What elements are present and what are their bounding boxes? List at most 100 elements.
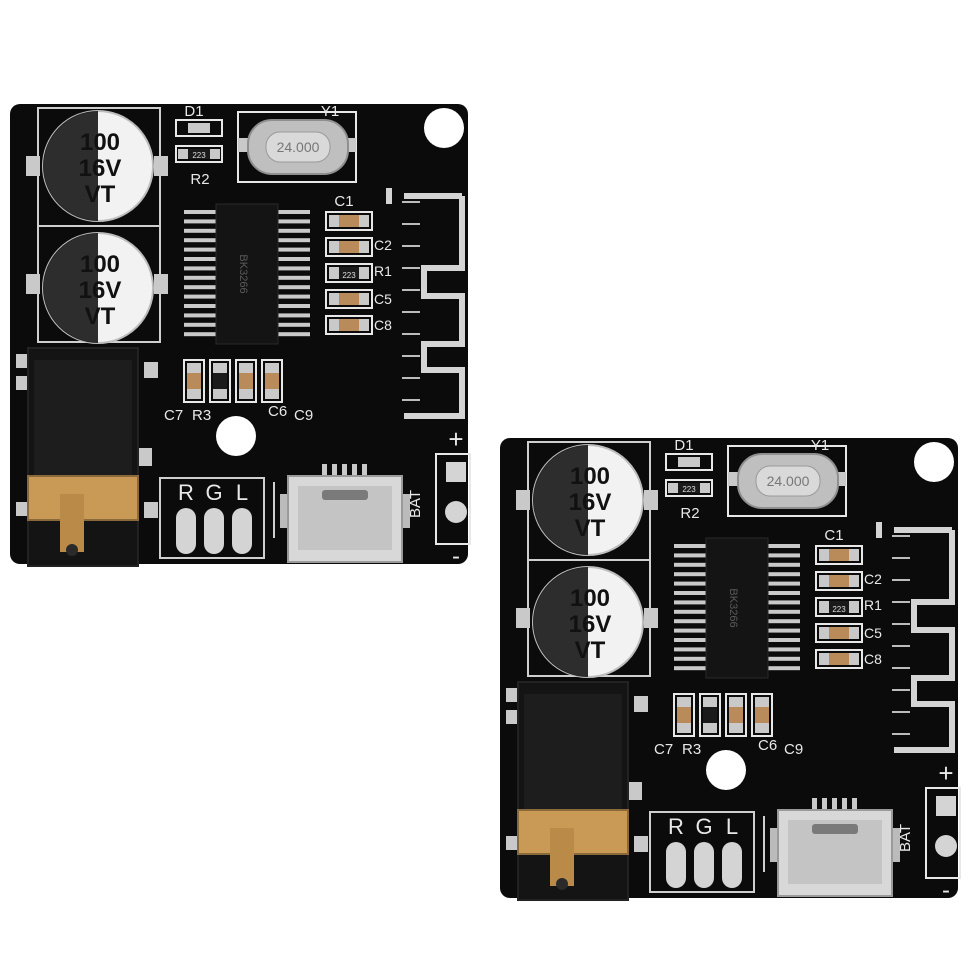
ic-pin [674,619,706,624]
pad [849,627,859,639]
pad-r[interactable] [666,842,686,888]
pad-g[interactable] [204,508,224,554]
pad [703,697,717,707]
micro-usb-port[interactable] [770,798,900,897]
pad [329,241,339,253]
pad [819,575,829,587]
pad-g[interactable] [694,842,714,888]
label-r1: R1 [864,597,882,613]
silk-outline [725,693,747,737]
label-c5: C5 [864,625,882,641]
ic-pin [278,257,310,261]
ic-pin [768,638,800,642]
ic-pin [184,322,216,327]
mounting-hole [706,750,746,790]
silk-outline [815,545,863,565]
pad [329,319,339,331]
resistor-code: 223 [342,271,356,280]
cap-value: 100 [80,251,120,278]
ic-pin [674,628,706,633]
pad [187,389,201,399]
pad [359,267,369,279]
label-l: L [236,480,248,505]
silk-outline [673,693,695,737]
ic-pin [674,656,706,661]
ic-pin [674,600,706,605]
label-r: R [178,480,194,505]
ic-pin [278,313,310,318]
smd-capacitor [339,293,359,305]
ic-pin [184,275,216,280]
pad-l[interactable] [722,842,742,888]
pad [668,483,678,493]
pad [178,149,188,159]
silk-outline [815,597,863,617]
pad [329,215,339,227]
pad [819,627,829,639]
silk-outline [175,145,223,163]
cap-voltage: 16V [79,155,122,182]
label-minus: - [942,877,950,902]
pad-r[interactable] [176,508,196,554]
board-svg: 100 16V VT 100 16V VT D1 223 R2 Y1 [10,103,471,568]
cap-voltage: 16V [79,277,122,304]
pad-l[interactable] [232,508,252,554]
pad [819,601,829,613]
smd-capacitor [829,575,849,587]
pad [210,149,220,159]
cap-brand: VT [85,303,116,330]
ic-pin [278,266,310,271]
pad-bat-minus[interactable] [935,835,957,857]
silk-outline [435,453,471,545]
ic-pin [278,247,310,252]
silk-outline [183,359,205,403]
usb-pin [352,464,357,478]
cap-voltage: 16V [569,611,612,638]
ic-pin [768,572,800,577]
antenna-feed [386,188,392,204]
audio-jack[interactable] [16,347,158,567]
resistor-code: 223 [832,605,846,614]
pad-bat-plus[interactable] [936,796,956,816]
label-plus: + [448,424,463,454]
pad [213,389,227,399]
pad [329,293,339,305]
silk-outline [699,693,721,737]
jack-gold-contact [550,828,574,886]
label-r1: R1 [374,263,392,279]
label-bat: BAT [897,824,914,852]
cap-voltage: 16V [569,489,612,516]
pad [729,697,743,707]
jack-gold-contact [60,494,84,552]
smd-resistor [703,707,717,723]
resistor-r2 [678,483,700,493]
silk-outline [751,693,773,737]
capacitor-bottom: 100 16V VT [26,232,168,344]
ic-pin [278,322,310,327]
ic-pin [768,619,800,624]
label-c1: C1 [824,527,843,544]
pad [849,601,859,613]
ic-pin [278,304,310,308]
smd-capacitor [187,373,201,389]
jack-opening [556,878,568,890]
silk-outline [649,811,755,893]
silk-outline [209,359,231,403]
micro-usb-port[interactable] [280,464,410,563]
pad-bat-plus[interactable] [446,462,466,482]
usb-pin [822,798,827,812]
ic-pin [768,600,800,605]
usb-pin [342,464,347,478]
ic-pin [184,266,216,271]
antenna-trace [894,527,955,753]
ic-pin [184,228,216,233]
pcb-board: 100 16V VT 100 16V VT D1 223 R2 Y1 [494,432,964,902]
label-c6: C6 [268,403,287,420]
pad [849,575,859,587]
audio-jack[interactable] [506,681,648,901]
silk-outline [175,119,223,137]
pad [359,319,369,331]
pad-bat-minus[interactable] [445,501,467,523]
silk-outline [325,237,373,257]
silk-outline [159,477,265,559]
